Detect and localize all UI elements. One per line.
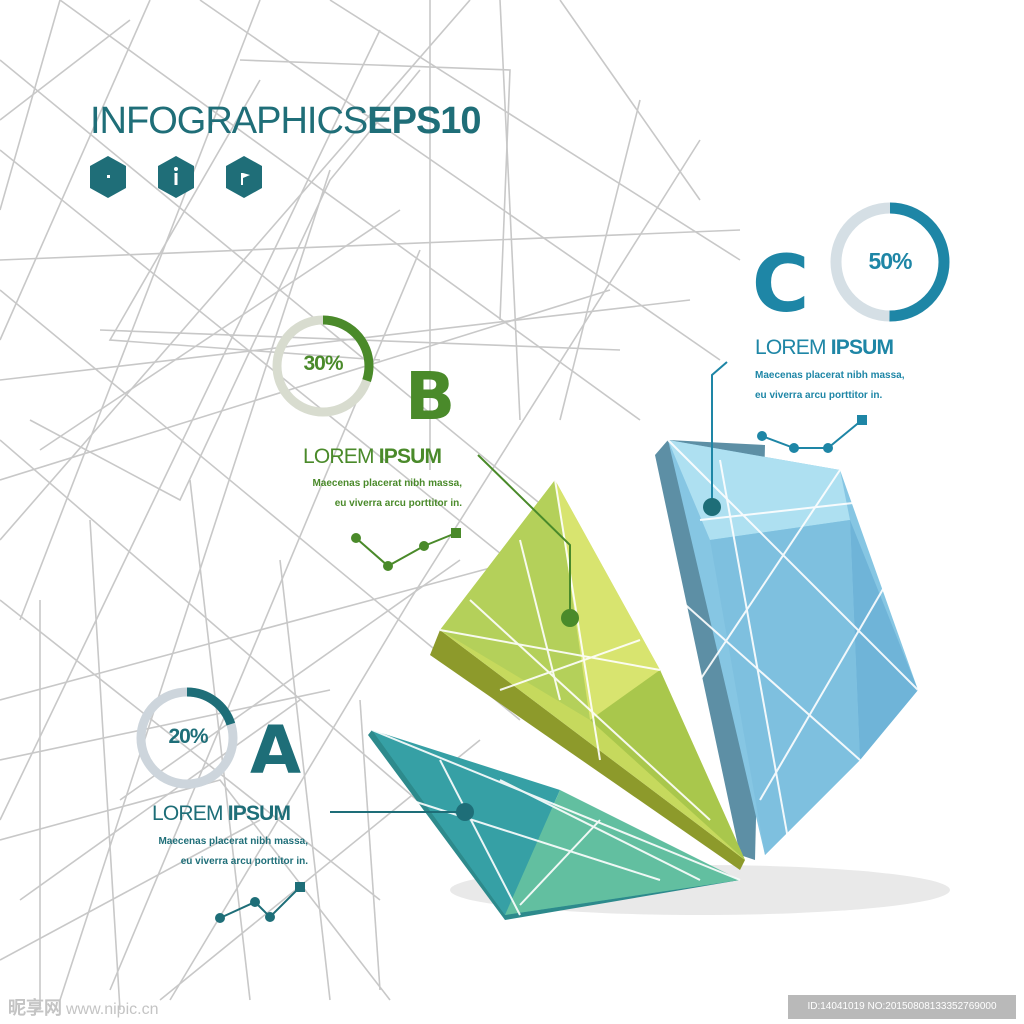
body-c-line1: Maecenas placerat nibh massa, xyxy=(755,370,905,381)
body-c: Maecenas placerat nibh massa, eu viverra… xyxy=(755,366,905,406)
flag-icon xyxy=(226,156,262,198)
ring-b xyxy=(272,315,374,417)
body-c-line2: eu viverra arcu porttitor in. xyxy=(755,390,883,401)
connector-dot-a xyxy=(456,803,474,821)
info-icon xyxy=(158,156,194,198)
watermark-id: ID:14041019 NO:20150808133352769000 xyxy=(788,995,1016,1019)
connector-dot-b xyxy=(561,609,579,627)
sparkline-b xyxy=(351,528,461,571)
letter-c: C xyxy=(752,240,810,330)
percent-b: 30% xyxy=(303,352,343,375)
percent-a: 20% xyxy=(168,725,208,748)
heading-b: LOREM IPSUM xyxy=(303,445,442,469)
heading-a-bold: IPSUM xyxy=(227,802,291,825)
heading-a-light: LOREM xyxy=(152,802,223,825)
shape-c xyxy=(655,439,919,860)
body-b-line2: eu viverra arcu porttitor in. xyxy=(334,498,462,509)
letter-a: A xyxy=(250,712,302,789)
bell-icon xyxy=(90,156,126,198)
body-a-line2: eu viverra arcu porttitor in. xyxy=(180,856,308,867)
body-a: Maecenas placerat nibh massa, eu viverra… xyxy=(118,832,308,872)
heading-c: LOREM IPSUM xyxy=(755,336,894,360)
heading-a: LOREM IPSUM xyxy=(152,802,291,826)
shape-a xyxy=(368,729,741,920)
heading-c-bold: IPSUM xyxy=(830,336,894,359)
percent-c: 50% xyxy=(868,248,912,274)
letter-b: B xyxy=(405,358,456,435)
sparkline-a xyxy=(215,882,305,923)
heading-b-light: LOREM xyxy=(303,445,374,468)
body-b: Maecenas placerat nibh massa, eu viverra… xyxy=(268,474,462,514)
ring-c xyxy=(830,202,950,322)
body-b-line1: Maecenas placerat nibh massa, xyxy=(312,478,462,489)
shape-b xyxy=(430,479,745,870)
ring-a xyxy=(136,687,238,789)
sparkline-c xyxy=(757,415,867,453)
page-title: INFOGRAPHICSEPS10 xyxy=(90,100,482,143)
watermark-url: www.nipic.cn xyxy=(66,1001,159,1018)
icon-row xyxy=(88,155,264,199)
title-light: INFOGRAPHICS xyxy=(90,100,368,142)
heading-c-light: LOREM xyxy=(755,336,826,359)
title-bold: EPS10 xyxy=(367,100,481,142)
body-a-line1: Maecenas placerat nibh massa, xyxy=(158,836,308,847)
watermark-logo-text: 昵享网 xyxy=(8,998,62,1018)
connector-dot-c xyxy=(703,498,721,516)
heading-b-bold: IPSUM xyxy=(378,445,442,468)
